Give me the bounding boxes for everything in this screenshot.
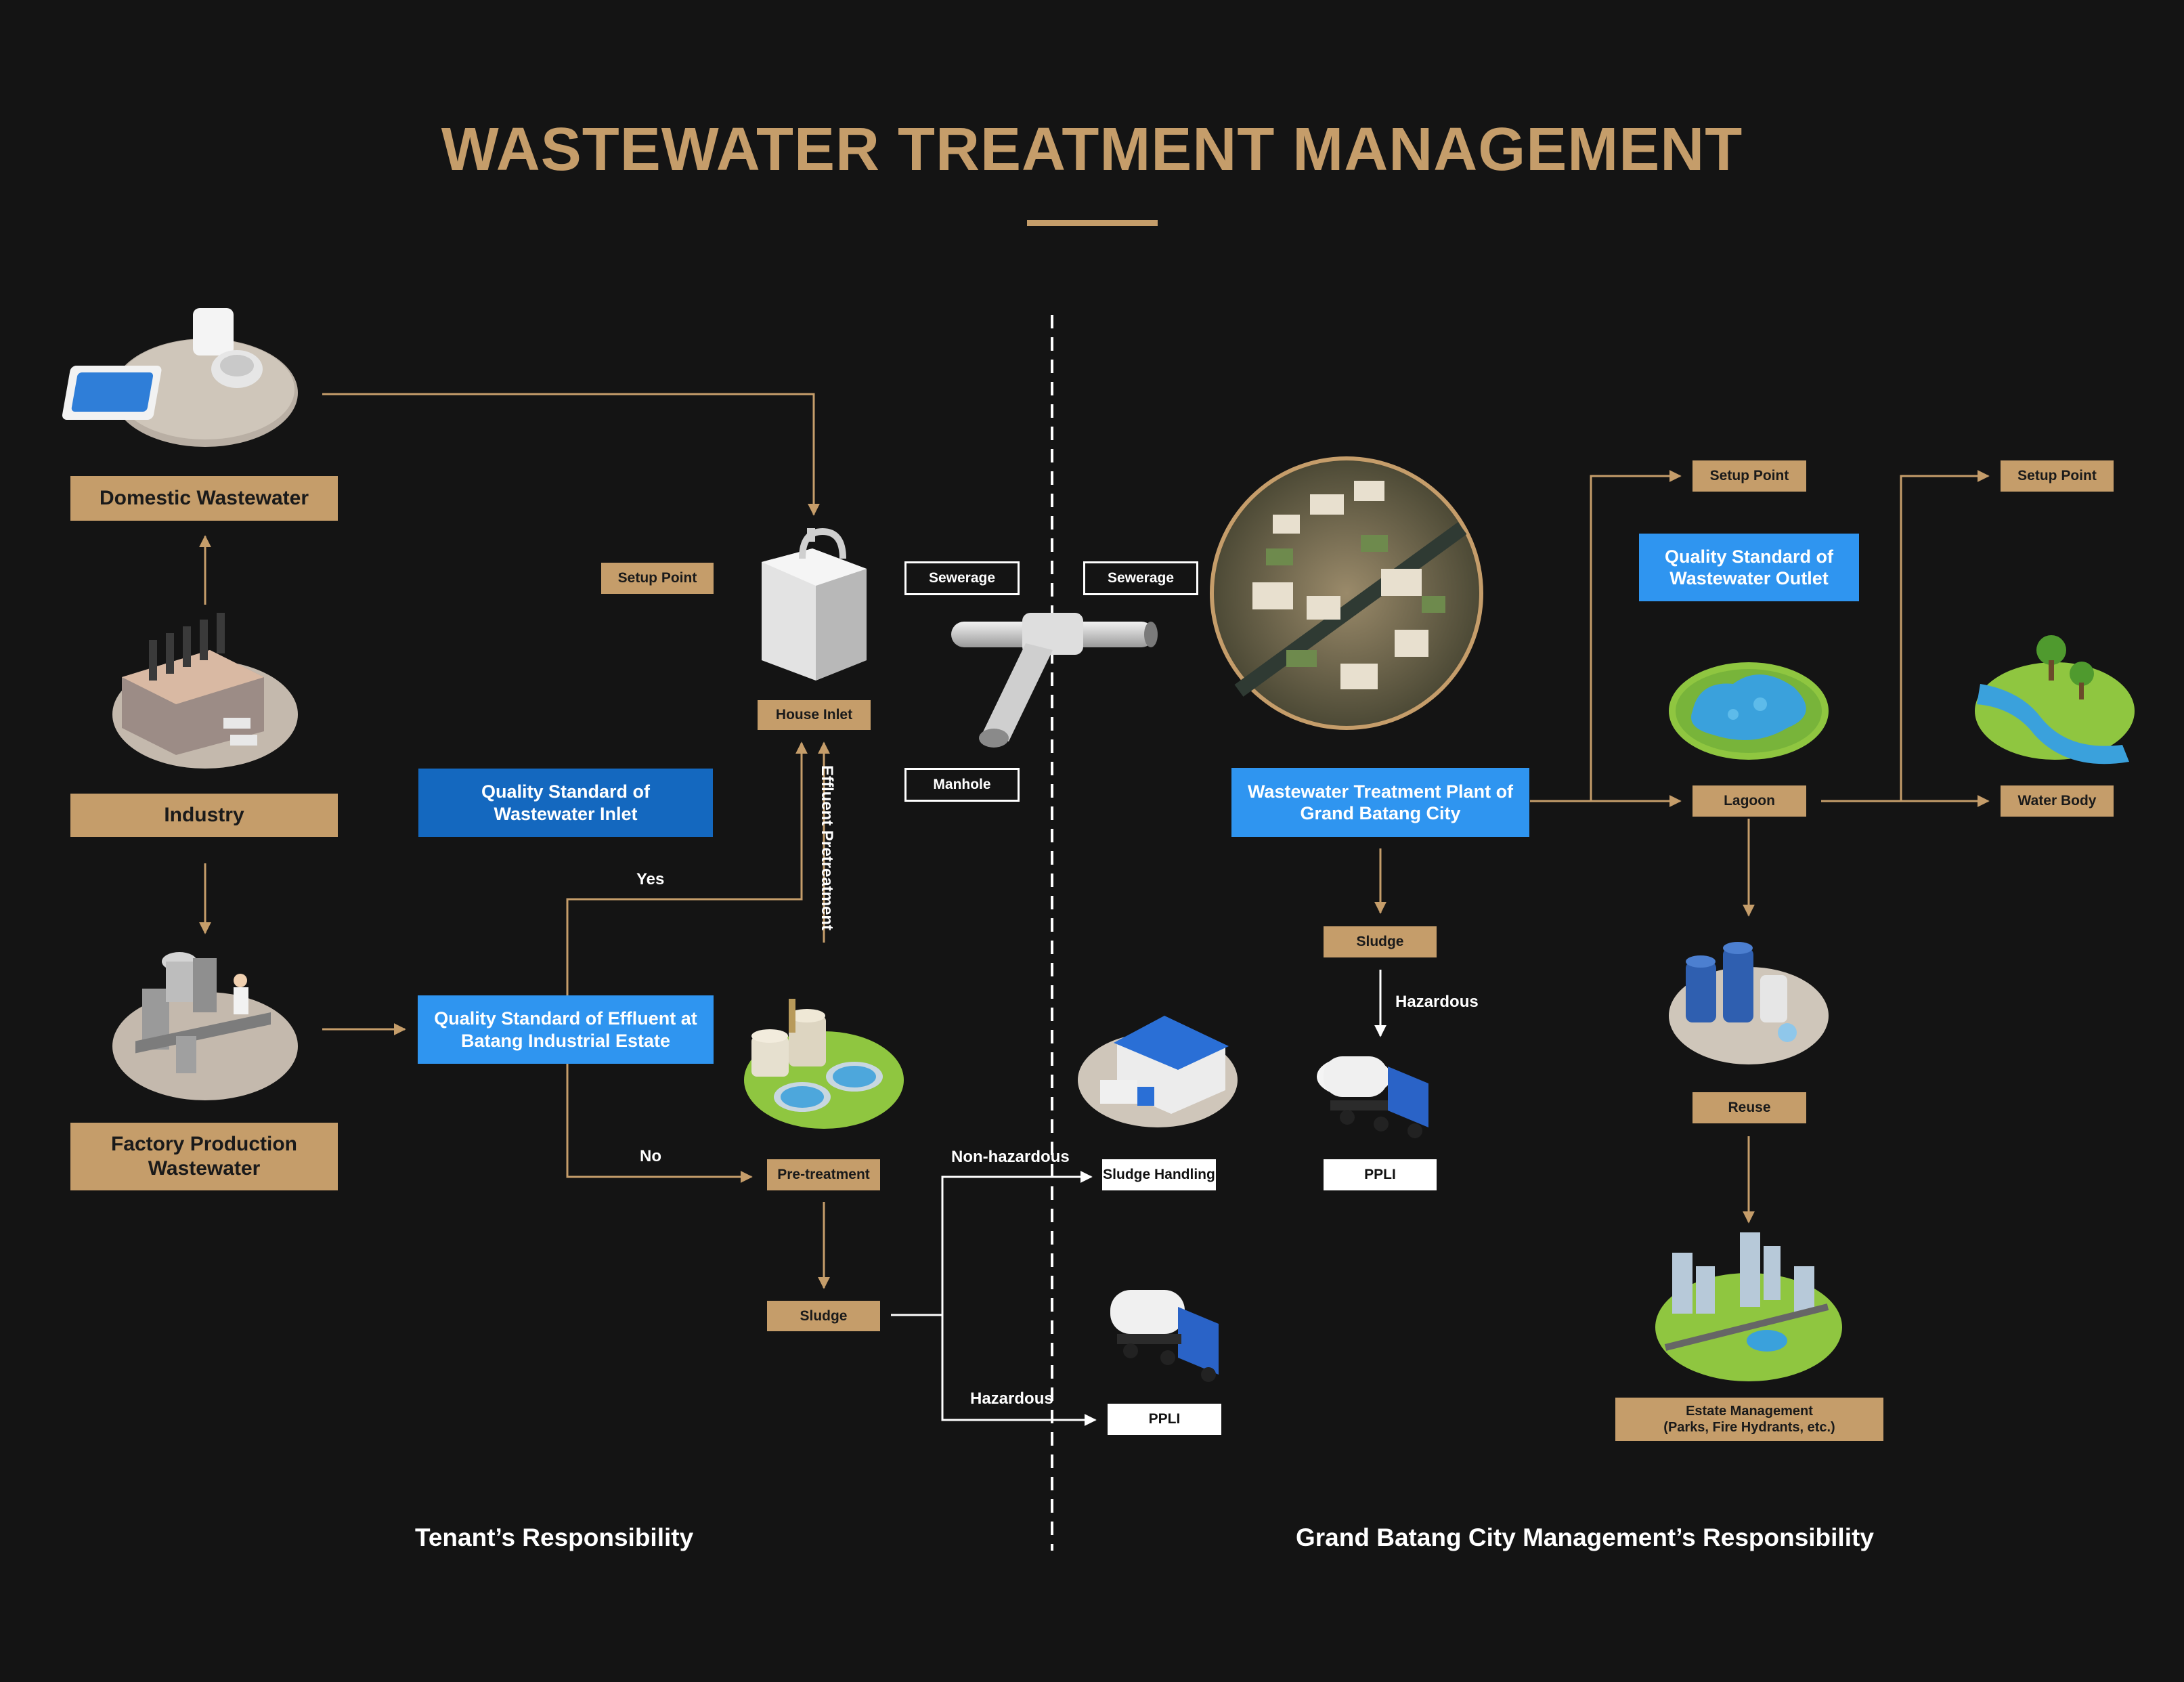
sludge-tenant-box: Sludge	[767, 1301, 880, 1331]
sewerage-left-box: Sewerage	[904, 561, 1020, 595]
arrow-yes-to-inlet	[566, 741, 808, 995]
no-label: No	[640, 1147, 661, 1165]
ppli-tenant-box: PPLI	[1108, 1404, 1221, 1435]
industry-icon	[112, 613, 298, 769]
ppli-city-box: PPLI	[1324, 1159, 1437, 1190]
domestic-wastewater-box: Domestic Wastewater	[70, 476, 338, 521]
arrow-lagoon-to-setup	[1900, 470, 1990, 801]
yes-label: Yes	[636, 870, 665, 888]
setup-point-tenant: Setup Point	[601, 563, 714, 594]
wwtp-box: Wastewater Treatment Plant of Grand Bata…	[1231, 768, 1529, 837]
tanker-truck-icon	[1317, 1056, 1428, 1138]
warehouse-icon	[1078, 1016, 1238, 1127]
factory-wastewater-box: Factory Production Wastewater	[70, 1123, 338, 1190]
pipe-tee-icon	[951, 613, 1158, 748]
factory-icon	[112, 952, 298, 1100]
manhole-box: Manhole	[904, 768, 1020, 802]
tenant-responsibility-label: Tenant’s Responsibility	[415, 1524, 694, 1551]
sewerage-right-box: Sewerage	[1083, 561, 1198, 595]
arrow-no-to-pretreat	[566, 1063, 753, 1183]
reuse-plant-icon	[1669, 942, 1829, 1064]
hazardous-city-label: Hazardous	[1395, 993, 1479, 1011]
lagoon-box: Lagoon	[1692, 785, 1806, 817]
city-aerial-icon	[1210, 456, 1483, 730]
river-icon	[1975, 635, 2135, 764]
quality-inlet-box: Quality Standard of Wastewater Inlet	[418, 769, 713, 837]
lagoon-icon	[1669, 662, 1829, 760]
page-title: WASTEWATER TREATMENT MANAGEMENT	[441, 116, 1743, 184]
quality-effluent-box: Quality Standard of Effluent at Batang I…	[418, 995, 714, 1064]
pre-treatment-box: Pre-treatment	[767, 1159, 880, 1190]
arrow-to-ppli-tenant	[941, 1315, 1097, 1426]
title-underline	[1027, 220, 1158, 226]
industry-box: Industry	[70, 794, 338, 837]
quality-outlet-box: Quality Standard of Wastewater Outlet	[1639, 534, 1859, 601]
sludge-handling-box: Sludge Handling	[1102, 1159, 1216, 1190]
water-body-box: Water Body	[2001, 785, 2114, 817]
hazardous-tenant-label: Hazardous	[970, 1389, 1053, 1408]
smart-city-icon	[1655, 1232, 1842, 1381]
estate-management-box: Estate Management (Parks, Fire Hydrants,…	[1615, 1398, 1883, 1441]
bathroom-icon	[62, 308, 298, 447]
arrow-domestic-to-inlet	[322, 393, 820, 516]
house-inlet-tank-icon	[762, 527, 867, 681]
city-responsibility-label: Grand Batang City Management’s Responsib…	[1296, 1524, 1874, 1551]
tanker-truck-icon	[1110, 1290, 1219, 1382]
house-inlet-box: House Inlet	[758, 700, 871, 730]
pretreatment-plant-icon	[744, 999, 904, 1129]
sludge-city-box: Sludge	[1324, 926, 1437, 957]
effluent-pretreatment-label: Effluent Pretreatment	[818, 765, 836, 931]
non-hazardous-label: Non-hazardous	[951, 1148, 1070, 1166]
arrow-to-sludge-handling	[941, 1171, 1093, 1419]
arrow-wwtp-to-setup	[1590, 470, 1682, 801]
setup-point-city-2: Setup Point	[2001, 460, 2114, 492]
reuse-box: Reuse	[1692, 1092, 1806, 1123]
setup-point-city-1: Setup Point	[1692, 460, 1806, 492]
